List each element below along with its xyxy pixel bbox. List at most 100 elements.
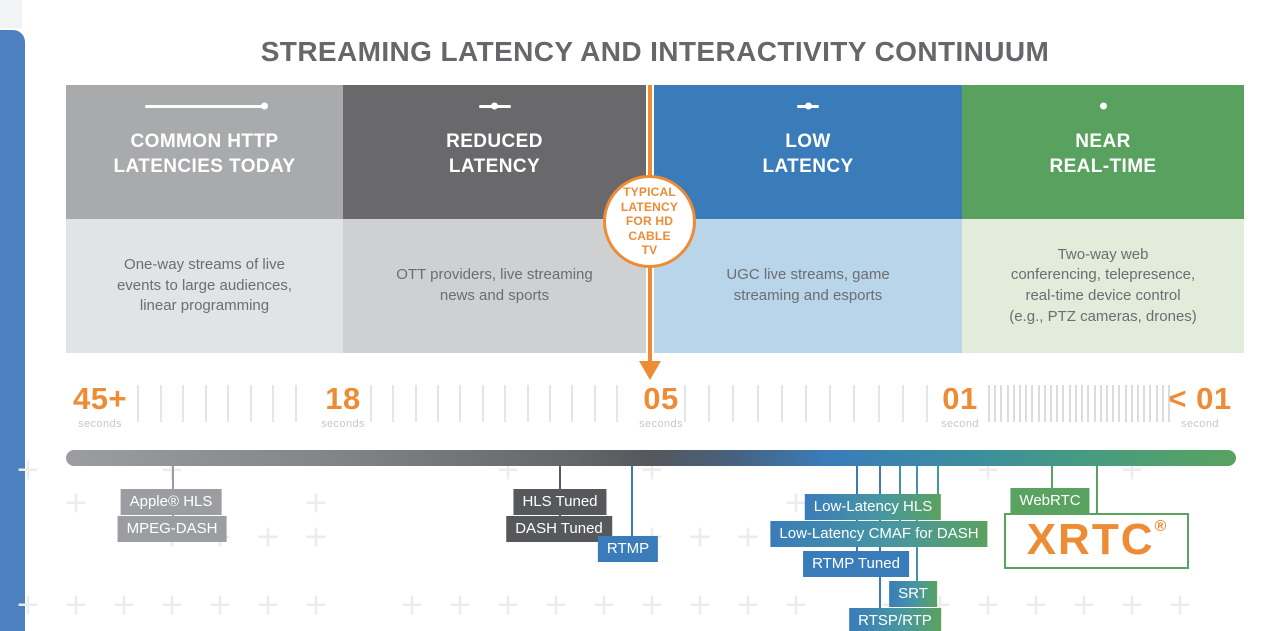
column-header-label: COMMON HTTP LATENCIES TODAY [113, 131, 296, 178]
timeline-tick [227, 385, 230, 422]
timeline-tick [901, 385, 904, 422]
timeline-tick [1000, 385, 1003, 422]
plus-glyph: + [111, 587, 137, 623]
plus-glyph: + [207, 587, 233, 623]
connector-line [937, 466, 939, 506]
plus-glyph: + [687, 519, 713, 555]
label-webrtc: WebRTC [1010, 488, 1090, 514]
corner-accent-block [0, 0, 22, 28]
plus-glyph: + [15, 587, 41, 623]
label-srt: SRT [889, 581, 937, 607]
plus-glyph: + [783, 587, 809, 623]
timeline-tick [295, 385, 297, 422]
timeline-marker: 45+seconds [72, 381, 128, 430]
timeline-tick [481, 385, 484, 422]
plus-glyph: + [303, 519, 329, 555]
timeline-tick [1012, 385, 1015, 422]
plus-glyph: + [1119, 587, 1145, 623]
timeline-tick [616, 385, 618, 422]
plus-glyph: + [591, 587, 617, 623]
timeline-tick [392, 385, 395, 422]
plus-glyph: + [783, 485, 809, 521]
latency-range-icon [66, 102, 343, 110]
plus-glyph: + [1167, 587, 1193, 623]
timeline-tick [159, 385, 162, 422]
latency-range-icon [962, 102, 1244, 110]
column-header-label: NEAR REAL-TIME [1049, 131, 1157, 178]
label-mpeg-dash: MPEG-DASH [117, 516, 227, 542]
plus-glyph: + [1023, 587, 1049, 623]
latency-range-icon [654, 102, 962, 110]
timeline-tick [137, 385, 139, 422]
timeline-tick [1068, 385, 1071, 422]
timeline-tick [829, 385, 832, 422]
timeline-tick [182, 385, 185, 422]
timeline-tick [1037, 385, 1040, 422]
column-header: COMMON HTTP LATENCIES TODAY [66, 85, 343, 219]
column-description: OTT providers, live streaming news and s… [343, 219, 646, 353]
timeline-tick [1155, 385, 1158, 422]
plus-glyph: + [975, 587, 1001, 623]
plus-glyph: + [543, 587, 569, 623]
plus-glyph: + [303, 587, 329, 623]
plus-glyph: + [159, 587, 185, 623]
timeline-tick [548, 385, 551, 422]
timeline-tick [1130, 385, 1133, 422]
timeline-tick [1112, 385, 1115, 422]
timeline-tick [272, 385, 275, 422]
timeline-tick [571, 385, 574, 422]
timeline-tick [1006, 385, 1009, 422]
registered-trademark-icon: ® [1154, 518, 1167, 535]
timeline-tick [504, 385, 507, 422]
plus-glyph: + [255, 519, 281, 555]
plus-glyph: + [639, 587, 665, 623]
plus-glyph: + [1071, 587, 1097, 623]
column-common-http-latencies: COMMON HTTP LATENCIES TODAY One-way stre… [66, 85, 343, 353]
cable-tv-callout-bubble: TYPICAL LATENCY FOR HD CABLE TV [603, 175, 696, 268]
timeline-tick [249, 385, 252, 422]
timeline-tick [1050, 385, 1053, 422]
timeline-tick [437, 385, 440, 422]
latency-range-icon [343, 102, 646, 110]
label-apple-hls: Apple® HLS [120, 489, 222, 515]
label-low-latency-cmaf: Low-Latency CMAF for DASH [770, 521, 988, 547]
timeline-tick [853, 385, 856, 422]
plus-glyph: + [399, 587, 425, 623]
timeline-tick [877, 385, 880, 422]
left-accent-bar [0, 30, 25, 631]
plus-glyph: + [63, 485, 89, 521]
timeline-tick [1056, 385, 1059, 422]
timeline-tick [994, 385, 997, 422]
column-header: NEAR REAL-TIME [962, 85, 1244, 219]
timeline-tick [459, 385, 462, 422]
label-rtmp-tuned: RTMP Tuned [803, 551, 909, 577]
label-rtsp-rtp: RTSP/RTP [849, 608, 941, 631]
plus-glyph: + [255, 587, 281, 623]
timeline-tick [1074, 385, 1077, 422]
timeline-tick [1143, 385, 1146, 422]
connector-line [631, 466, 633, 548]
column-header: REDUCED LATENCY [343, 85, 646, 219]
xrtc-logo-box: XRTC ® [1004, 513, 1189, 569]
timeline-tick [732, 385, 735, 422]
timeline-tick [1105, 385, 1108, 422]
timeline-tick [593, 385, 596, 422]
timeline-tick [1136, 385, 1139, 422]
column-description: UGC live streams, game streaming and esp… [654, 219, 962, 353]
timeline-tick [1099, 385, 1102, 422]
column-header-label: LOW LATENCY [762, 131, 854, 178]
timeline-tick [1087, 385, 1090, 422]
column-description: Two-way web conferencing, telepresence, … [962, 219, 1244, 353]
timeline-tick [708, 385, 711, 422]
timeline-tick [1093, 385, 1096, 422]
label-rtmp: RTMP [597, 536, 659, 562]
timeline-tick [414, 385, 417, 422]
timeline-tick [988, 385, 990, 422]
plus-glyph: + [15, 452, 41, 488]
column-near-real-time: NEAR REAL-TIME Two-way web conferencing,… [962, 85, 1244, 353]
plus-glyph: + [63, 587, 89, 623]
